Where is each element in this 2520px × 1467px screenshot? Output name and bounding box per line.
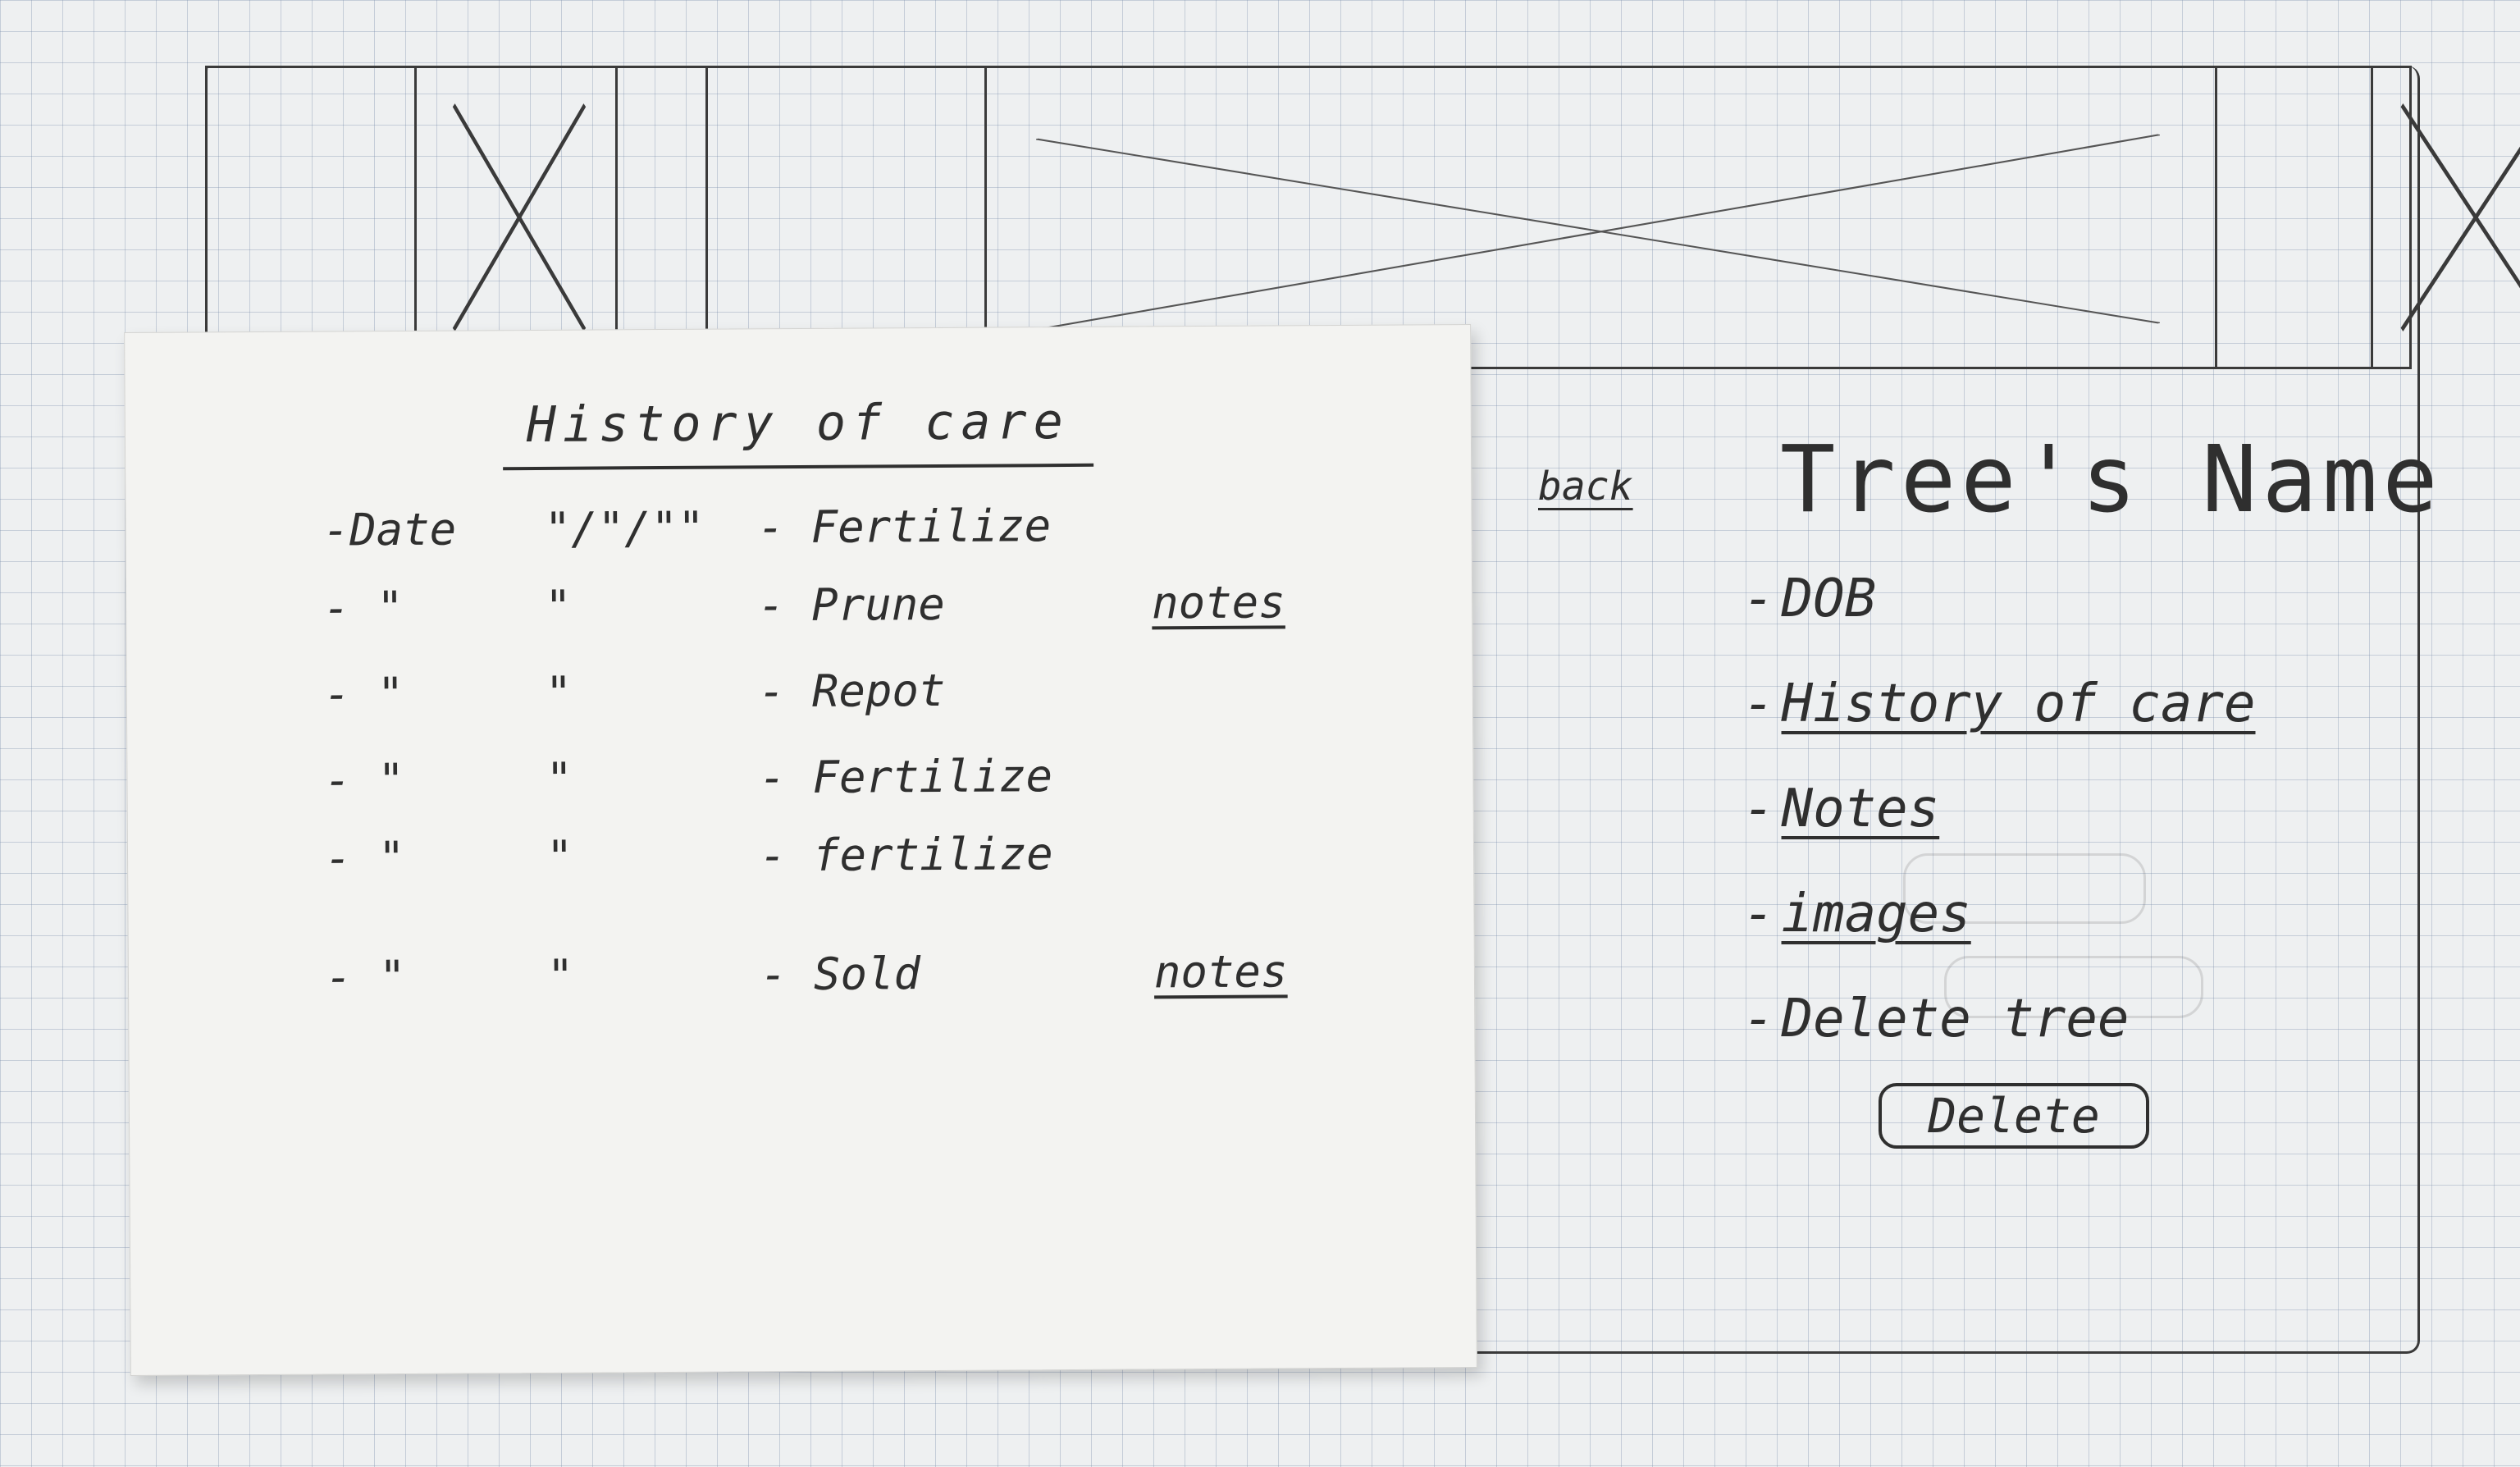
list-dash: - xyxy=(1743,779,1775,839)
header-bar xyxy=(205,66,2520,369)
history-notes-link[interactable]: notes xyxy=(1151,576,1285,629)
history-date-value: " xyxy=(546,949,574,1002)
detail-item-delete-tree: -Delete tree xyxy=(1743,986,2256,1091)
history-action: - fertilize xyxy=(759,828,1053,882)
header-cell xyxy=(208,68,417,367)
dob-label: DOB xyxy=(1781,569,1877,629)
detail-item-images[interactable]: -images xyxy=(1743,881,2256,986)
history-of-care-card: History of care -Date "/"/"" - Fertilize… xyxy=(124,323,1477,1377)
detail-item-dob: -DOB xyxy=(1743,566,2256,671)
notes-link[interactable]: Notes xyxy=(1781,779,1940,839)
history-action: - Sold xyxy=(760,948,921,1001)
header-cell xyxy=(987,68,2217,367)
history-date-value: " xyxy=(544,580,572,633)
header-cell xyxy=(2217,68,2373,367)
history-action: - Fertilize xyxy=(757,500,1052,554)
list-dash: - xyxy=(1743,884,1775,944)
header-cell xyxy=(417,68,618,367)
history-date-value: "/"/"" xyxy=(544,501,705,555)
history-date: - " xyxy=(323,667,404,720)
history-date-value: " xyxy=(546,752,573,805)
list-dash: - xyxy=(1743,674,1775,734)
history-notes-link[interactable]: notes xyxy=(1153,945,1288,999)
history-date: - " xyxy=(325,950,406,1003)
tree-detail-list: -DOB -History of care -Notes -images -De… xyxy=(1743,566,2256,1091)
history-action: - Repot xyxy=(758,664,946,718)
detail-item-history[interactable]: -History of care xyxy=(1743,671,2256,776)
header-cell xyxy=(708,68,987,367)
history-date: - " xyxy=(324,753,405,807)
history-date: - " xyxy=(322,581,404,634)
history-title: History of care xyxy=(502,392,1094,471)
history-date: -Date xyxy=(322,503,457,556)
history-date: - " xyxy=(324,831,405,884)
delete-tree-label: Delete tree xyxy=(1781,989,2130,1049)
delete-button[interactable]: Delete xyxy=(1879,1083,2149,1149)
history-action: - Prune xyxy=(757,578,945,632)
erased-sketch xyxy=(1944,956,2203,1018)
header-banner-placeholder-icon xyxy=(1036,117,2160,334)
header-cell xyxy=(618,68,708,367)
history-of-care-link[interactable]: History of care xyxy=(1781,674,2256,734)
history-action: - Fertilize xyxy=(759,750,1053,804)
list-dash: - xyxy=(1743,569,1775,629)
tree-name-heading: Tree's Name xyxy=(1780,427,2443,533)
list-dash: - xyxy=(1743,989,1775,1049)
history-date-value: " xyxy=(545,666,573,719)
header-logo-placeholder-icon xyxy=(2394,93,2520,342)
header-image-placeholder-icon xyxy=(441,93,597,342)
history-date-value: " xyxy=(546,830,573,883)
detail-item-notes[interactable]: -Notes xyxy=(1743,776,2256,881)
back-link[interactable]: back xyxy=(1538,464,1633,510)
erased-sketch xyxy=(1903,853,2146,924)
images-link[interactable]: images xyxy=(1781,884,1971,944)
